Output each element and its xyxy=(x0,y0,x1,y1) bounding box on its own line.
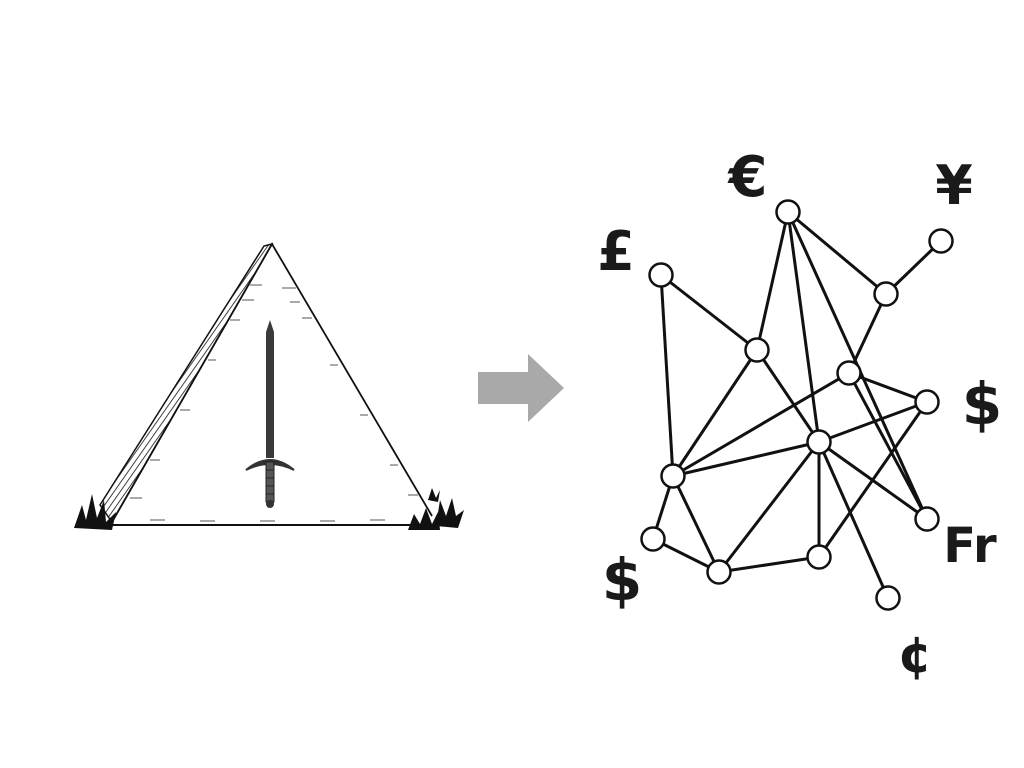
currency-label-cent: ¢ xyxy=(898,626,933,684)
network-node xyxy=(873,281,899,307)
network-edge xyxy=(671,349,759,477)
network-node xyxy=(744,337,770,363)
currency-label-dollar-right: $ xyxy=(962,370,1002,438)
network-edges xyxy=(651,210,943,599)
currency-label-dollar-left: $ xyxy=(602,546,642,614)
network-node xyxy=(928,228,954,254)
network-node xyxy=(640,526,666,552)
network-node xyxy=(706,559,732,585)
network-node xyxy=(806,429,832,455)
network-edge xyxy=(671,475,721,573)
network-node xyxy=(914,389,940,415)
network-edge xyxy=(660,273,758,352)
network-edge xyxy=(818,400,928,444)
network-nodes xyxy=(640,199,954,611)
network-edge xyxy=(717,441,821,573)
currency-label-pound: £ xyxy=(597,220,635,283)
currency-label-yen: ¥ xyxy=(935,154,973,217)
network-edge xyxy=(672,440,820,478)
currency-label-franc: Fr xyxy=(943,518,997,574)
currency-label-euro: € xyxy=(727,145,768,210)
wall-side-face xyxy=(99,242,274,524)
network-edge xyxy=(755,349,821,443)
brick-texture xyxy=(130,284,418,522)
walled-triangle-illustration xyxy=(74,242,464,530)
network-edge xyxy=(847,372,929,520)
network-node xyxy=(836,360,862,386)
network-node xyxy=(875,585,901,611)
triangle-outline xyxy=(111,242,433,523)
network-edge xyxy=(847,293,888,374)
network-edge xyxy=(817,441,890,599)
grass-tuft-icon xyxy=(74,488,464,530)
network-node xyxy=(914,506,940,532)
network-edge xyxy=(848,371,928,404)
network-edge xyxy=(787,210,887,296)
network-node xyxy=(648,262,674,288)
network-edge xyxy=(672,371,850,478)
sword-icon xyxy=(245,320,295,508)
network-node xyxy=(806,544,832,570)
network-node xyxy=(775,199,801,225)
network-node xyxy=(660,463,686,489)
network-edge xyxy=(786,211,821,443)
network-edge xyxy=(817,401,929,558)
network-edge xyxy=(755,211,790,351)
network-graph: € ¥ £ $ Fr $ ¢ xyxy=(597,145,1002,684)
network-edge xyxy=(718,555,820,574)
network-edge xyxy=(659,274,675,477)
right-arrow-icon xyxy=(478,354,564,422)
